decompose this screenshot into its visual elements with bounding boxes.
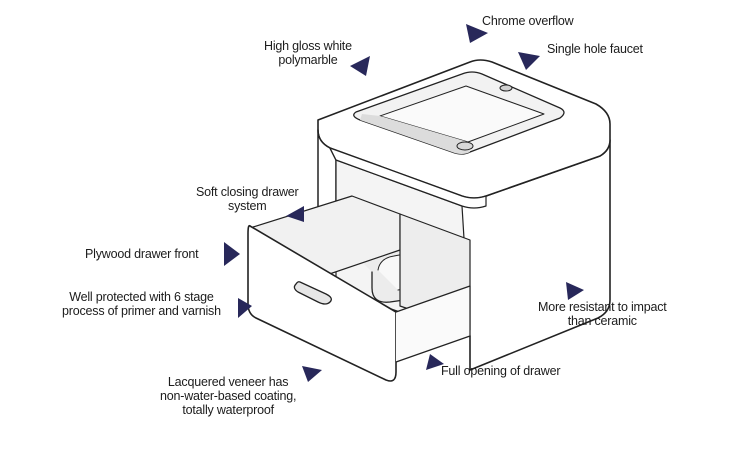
pointer-plywood-front bbox=[224, 242, 240, 266]
callout-well-protected: Well protected with 6 stage process of p… bbox=[62, 290, 221, 318]
pointer-single-hole-faucet bbox=[518, 52, 540, 70]
callout-single-hole-faucet: Single hole faucet bbox=[547, 42, 643, 56]
pointer-full-opening bbox=[426, 354, 444, 370]
callout-impact-resistant: More resistant to impact than ceramic bbox=[538, 300, 667, 328]
drawer-front-edge bbox=[395, 285, 471, 363]
basin-bowl bbox=[379, 85, 545, 143]
callout-chrome-overflow: Chrome overflow bbox=[482, 14, 574, 28]
drain-icon bbox=[456, 141, 474, 151]
pointer-high-gloss bbox=[350, 56, 370, 76]
callout-lacquered-veneer: Lacquered veneer has non-water-based coa… bbox=[160, 375, 297, 417]
pointer-soft-closing bbox=[286, 206, 304, 222]
pointer-well-protected bbox=[238, 298, 252, 318]
pointer-chrome-overflow bbox=[466, 24, 488, 43]
callout-soft-closing: Soft closing drawer system bbox=[196, 185, 299, 213]
faucet-hole-icon bbox=[499, 84, 513, 92]
drawer-handle-slot bbox=[293, 281, 332, 305]
callout-full-opening: Full opening of drawer bbox=[441, 364, 561, 378]
pointer-lacquered-veneer bbox=[302, 366, 322, 382]
basin-shadow bbox=[360, 114, 470, 154]
cabinet-front-rail bbox=[329, 147, 487, 209]
callout-high-gloss: High gloss white polymarble bbox=[264, 39, 352, 67]
pointer-impact-resistant bbox=[566, 282, 584, 300]
callout-plywood-front: Plywood drawer front bbox=[85, 247, 199, 261]
